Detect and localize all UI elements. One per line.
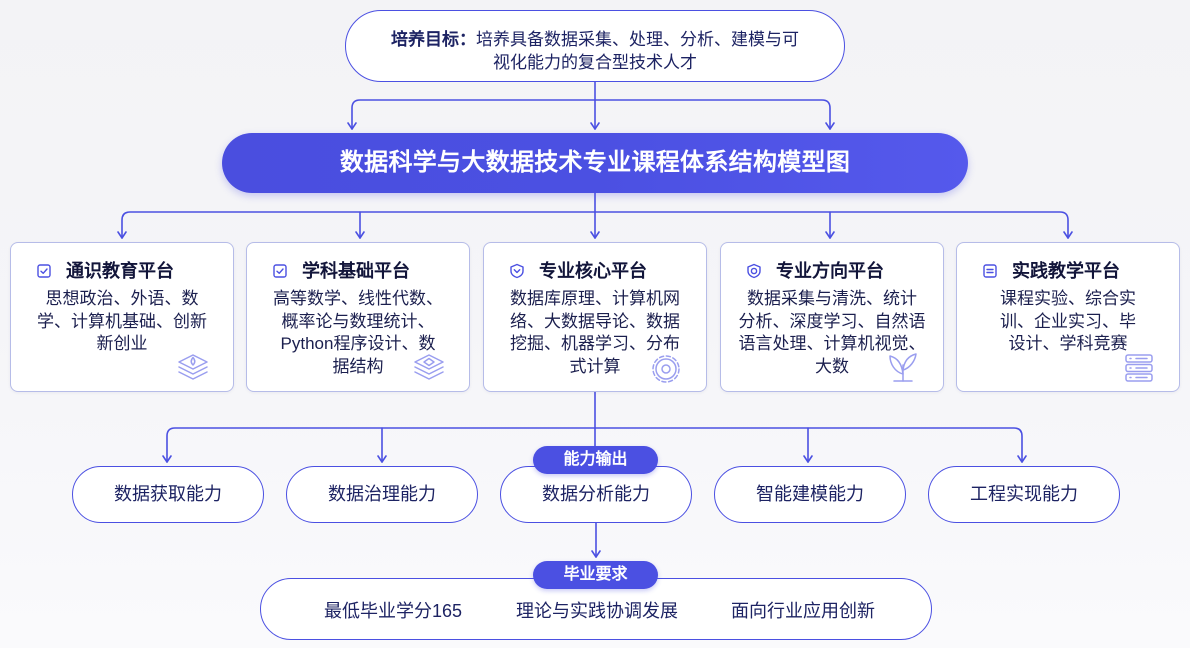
platform-card-core: 专业核心平台 数据库原理、计算机网 络、大数据导论、数据 挖掘、机器学习、分布 …	[483, 242, 707, 392]
course-line: 思想政治、外语、数	[45, 289, 199, 308]
checkbox-icon	[272, 263, 288, 279]
list-icon	[982, 263, 998, 279]
goal-line-1: 培养目标：培养具备数据采集、处理、分析、建模与可	[346, 28, 844, 51]
connector-title-to-card-5	[594, 211, 1073, 239]
checkbox-icon	[36, 263, 52, 279]
platform-title: 专业核心平台	[539, 261, 647, 281]
course-line: 学、计算机基础、创新	[37, 311, 207, 331]
course-line: 大数	[815, 356, 849, 376]
platform-card-practice: 实践教学平台 课程实验、综合实 训、企业实习、毕 设计、学科竞赛	[956, 242, 1180, 392]
layers-icon	[409, 347, 449, 387]
plant-icon	[883, 347, 923, 387]
checkbox-icon-svg	[37, 264, 51, 278]
course-line: 课程实验、综合实	[1000, 289, 1136, 308]
training-goal-box: 培养目标：培养具备数据采集、处理、分析、建模与可 视化能力的复合型技术人才	[345, 10, 845, 82]
platform-courses: 课程实验、综合实 训、企业实习、毕 设计、学科竞赛	[957, 288, 1179, 356]
ability-pill: 智能建模能力	[714, 466, 906, 523]
connector-goal-left	[347, 99, 596, 130]
course-line: 分析、深度学习、自然语	[738, 311, 926, 331]
goal-label: 培养目标：	[391, 30, 476, 49]
graduation-item: 面向行业应用创新	[731, 601, 875, 621]
platform-card-general: 通识教育平台 思想政治、外语、数 学、计算机基础、创新 新创业	[10, 242, 234, 392]
course-line: 高等数学、线性代数、	[273, 289, 443, 308]
badge-icon	[746, 263, 762, 279]
ability-pill: 数据获取能力	[72, 466, 264, 523]
shield-icon-svg	[510, 263, 524, 279]
course-line: 新创业	[96, 334, 148, 353]
connector-title-to-card-1	[117, 211, 596, 239]
course-line: 挖掘、机器学习、分布	[510, 334, 680, 353]
checkbox-icon-svg	[273, 264, 287, 278]
connector-to-ability-5	[594, 427, 1027, 463]
platform-card-foundation: 学科基础平台 高等数学、线性代数、 概率论与数理统计、 Python程序设计、数…	[246, 242, 470, 392]
graduation-badge: 毕业要求	[533, 561, 658, 589]
platform-card-direction: 专业方向平台 数据采集与清洗、统计 分析、深度学习、自然语 语言处理、计算机视觉…	[720, 242, 944, 392]
platform-title: 实践教学平台	[1012, 261, 1120, 281]
course-line: 络、大数据导论、数据	[510, 311, 680, 331]
server-icon-svg	[1125, 354, 1153, 382]
platform-title: 学科基础平台	[302, 261, 410, 281]
course-line: 概率论与数理统计、	[281, 311, 435, 331]
list-icon-svg	[983, 264, 997, 278]
gear-icon	[646, 347, 686, 387]
graduation-item: 最低毕业学分165	[323, 601, 463, 621]
course-line: Python程序设计、数	[280, 334, 436, 353]
course-line: 式计算	[569, 356, 621, 376]
goal-text: 培养具备数据采集、处理、分析、建模与可	[476, 30, 799, 49]
platform-title: 专业方向平台	[776, 261, 884, 281]
course-line: 据结构	[332, 356, 384, 376]
layers-icon	[173, 347, 213, 387]
ability-pill: 数据分析能力	[500, 466, 692, 523]
platform-courses: 数据库原理、计算机网 络、大数据导论、数据 挖掘、机器学习、分布 式计算	[484, 288, 706, 378]
ability-pill: 数据治理能力	[286, 466, 478, 523]
layers-icon-svg	[414, 354, 444, 380]
course-line: 数据库原理、计算机网	[510, 289, 680, 308]
layers-icon-svg	[178, 354, 208, 380]
diagram-title: 数据科学与大数据技术专业课程体系结构模型图	[222, 133, 968, 193]
ability-pill: 工程实现能力	[928, 466, 1120, 523]
platform-courses: 高等数学、线性代数、 概率论与数理统计、 Python程序设计、数 据结构	[247, 288, 469, 378]
shield-icon	[509, 263, 525, 279]
goal-line-2: 视化能力的复合型技术人才	[493, 53, 697, 72]
platform-courses: 思想政治、外语、数 学、计算机基础、创新 新创业	[11, 288, 233, 356]
gear-icon-svg	[652, 355, 680, 383]
graduation-item: 理论与实践协调发展	[516, 601, 678, 621]
platform-title: 通识教育平台	[66, 261, 174, 281]
platform-courses: 数据采集与清洗、统计 分析、深度学习、自然语 语言处理、计算机视觉、 大数	[721, 288, 943, 378]
course-line: 设计、学科竞赛	[1008, 334, 1128, 353]
connector-goal-right	[594, 99, 835, 130]
course-line: 训、企业实习、毕	[1000, 311, 1136, 331]
badge-icon-svg	[747, 263, 761, 279]
plant-icon-svg	[889, 353, 917, 382]
server-icon	[1119, 347, 1159, 387]
ability-output-badge: 能力输出	[533, 446, 658, 474]
course-line: 语言处理、计算机视觉、	[738, 334, 926, 353]
course-line: 数据采集与清洗、统计	[747, 289, 917, 308]
connector-to-ability-1	[162, 427, 596, 463]
